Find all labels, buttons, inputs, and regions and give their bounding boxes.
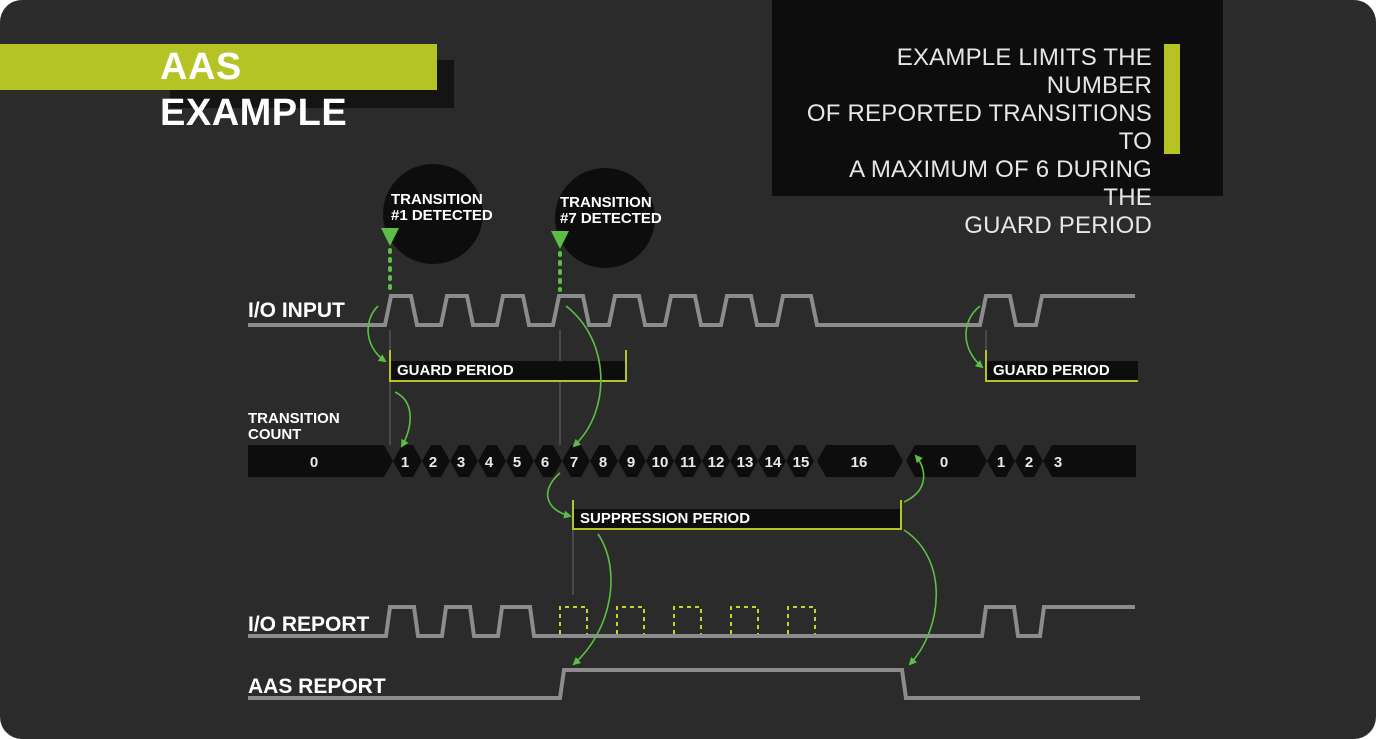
- count-cell: [786, 445, 814, 477]
- guard-period-1: GUARD PERIOD: [389, 350, 627, 382]
- label-io-input: I/O INPUT: [248, 299, 345, 322]
- count-cell: [1043, 445, 1136, 477]
- suppression-period-label: SUPPRESSION PERIOD: [580, 510, 750, 527]
- count-value: 3: [1054, 454, 1062, 471]
- guard-period-2: GUARD PERIOD: [985, 350, 1138, 382]
- count-cell: [674, 445, 702, 477]
- suppressed-pulses: [559, 606, 816, 634]
- count-value: 6: [541, 454, 549, 471]
- count-value: 15: [793, 454, 810, 471]
- guard-period-label: GUARD PERIOD: [993, 362, 1110, 379]
- label-aas-report: AAS REPORT: [248, 675, 386, 698]
- count-cell: [646, 445, 674, 477]
- count-value: 12: [708, 454, 725, 471]
- count-value: 0: [940, 454, 948, 471]
- count-cell: [562, 445, 590, 477]
- page-title: AAS EXAMPLE: [160, 44, 437, 134]
- callout-line: #7 DETECTED: [560, 210, 662, 227]
- count-cell: [730, 445, 758, 477]
- count-value: 0: [310, 454, 318, 471]
- transition-count-bus: 0 1 2 3 4 5 6 7 8 9 10 11 12 13 14 15 16…: [248, 445, 1136, 477]
- count-value: 2: [429, 454, 437, 471]
- arrow-down-icon: [551, 231, 569, 249]
- arrow-down-icon: [381, 228, 399, 246]
- count-cell: [248, 445, 393, 477]
- count-cell: [702, 445, 730, 477]
- count-value: 1: [401, 454, 409, 471]
- callout-line: TRANSITION: [560, 194, 652, 211]
- count-cell: [590, 445, 618, 477]
- count-value: 7: [570, 454, 578, 471]
- callout-circle: [555, 168, 655, 268]
- callout-transition-1: TRANSITION #1 DETECTED: [381, 164, 493, 292]
- causality-arrows: [367, 305, 984, 666]
- io-input-waveform: [248, 294, 1135, 327]
- count-cell: [506, 445, 534, 477]
- count-cell: [422, 445, 450, 477]
- count-value: 5: [513, 454, 521, 471]
- count-cell: [758, 445, 786, 477]
- count-cell: [534, 445, 562, 477]
- note-line: GUARD PERIOD: [964, 212, 1152, 239]
- count-value: 2: [1025, 454, 1033, 471]
- count-value: 16: [851, 454, 868, 471]
- reference-lines: [389, 330, 987, 595]
- note-accent-bar: [1164, 44, 1180, 154]
- guard-period-label: GUARD PERIOD: [397, 362, 514, 379]
- count-cell: [817, 445, 903, 477]
- callout-line: #1 DETECTED: [391, 207, 493, 224]
- count-value: 9: [627, 454, 635, 471]
- note-box: [772, 0, 1223, 196]
- label-transition-count: COUNT: [248, 426, 301, 443]
- count-value: 10: [652, 454, 669, 471]
- callout-line: TRANSITION: [391, 191, 483, 208]
- count-value: 3: [457, 454, 465, 471]
- callout-circle: [383, 164, 483, 264]
- count-cell: [393, 445, 422, 477]
- io-report-waveform: [248, 605, 1135, 638]
- count-cell: [450, 445, 478, 477]
- count-value: 8: [599, 454, 607, 471]
- count-cell: [987, 445, 1015, 477]
- label-io-report: I/O REPORT: [248, 613, 370, 636]
- note-line: OF REPORTED TRANSITIONS TO: [806, 100, 1152, 155]
- label-transition-count: TRANSITION: [248, 410, 340, 427]
- count-cell: [906, 445, 987, 477]
- note-text: EXAMPLE LIMITS THE NUMBER OF REPORTED TR…: [800, 44, 1152, 240]
- count-value: 13: [737, 454, 754, 471]
- aas-report-waveform: [248, 668, 1140, 700]
- callout-transition-7: TRANSITION #7 DETECTED: [551, 168, 662, 292]
- count-value: 4: [485, 454, 494, 471]
- note-line: A MAXIMUM OF 6 DURING THE: [849, 156, 1152, 211]
- note-line: EXAMPLE LIMITS THE NUMBER: [896, 44, 1152, 99]
- count-value: 11: [680, 454, 696, 471]
- count-value: 14: [765, 454, 782, 471]
- count-value: 1: [997, 454, 1005, 471]
- count-cell: [478, 445, 506, 477]
- suppression-period: SUPPRESSION PERIOD: [572, 500, 902, 530]
- count-cell: [1015, 445, 1043, 477]
- count-cell: [618, 445, 646, 477]
